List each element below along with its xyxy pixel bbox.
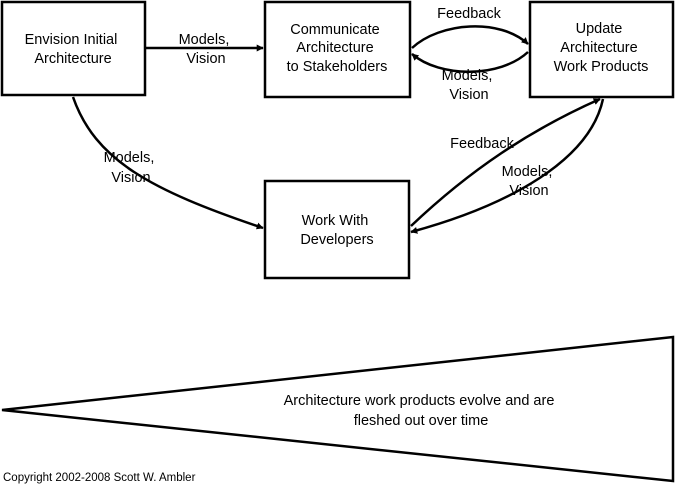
arrow-developers-to-update-feedback bbox=[410, 97, 601, 227]
edge-label-communicate-update-feedback: Feedback bbox=[437, 6, 501, 22]
box-update-work-products: Update Architecture Work Products bbox=[528, 0, 675, 99]
edge-label-update-communicate: Models, Vision bbox=[442, 68, 497, 103]
box-communicate-label: Communicate Architecture to Stakeholders bbox=[287, 22, 388, 75]
evolution-wedge: Architecture work products evolve and ar… bbox=[1, 335, 675, 483]
arrow-communicate-to-update-feedback bbox=[411, 25, 529, 49]
box-update-label: Update Architecture Work Products bbox=[554, 21, 649, 75]
wedge-label: Architecture work products evolve and ar… bbox=[284, 393, 559, 429]
copyright-notice: Copyright 2002-2008 Scott W. Ambler bbox=[3, 472, 196, 484]
box-work-with-developers: Work With Developers bbox=[263, 179, 411, 280]
edge-label-envision-communicate: Models, Vision bbox=[179, 32, 234, 67]
box-communicate-architecture: Communicate Architecture to Stakeholders bbox=[263, 0, 412, 99]
edge-label-envision-developers: Models, Vision bbox=[104, 150, 159, 186]
arrow-update-to-communicate bbox=[411, 51, 529, 73]
arrow-update-to-developers bbox=[410, 98, 605, 234]
box-envision-initial-architecture: Envision Initial Architecture bbox=[0, 0, 147, 97]
edge-label-update-developers: Models, Vision bbox=[502, 164, 557, 199]
arrow-envision-to-developers bbox=[71, 96, 264, 230]
box-developers-label: Work With Developers bbox=[300, 213, 373, 248]
box-envision-label: Envision Initial Architecture bbox=[25, 32, 122, 67]
edge-label-developers-update-feedback: Feedback bbox=[450, 136, 514, 152]
